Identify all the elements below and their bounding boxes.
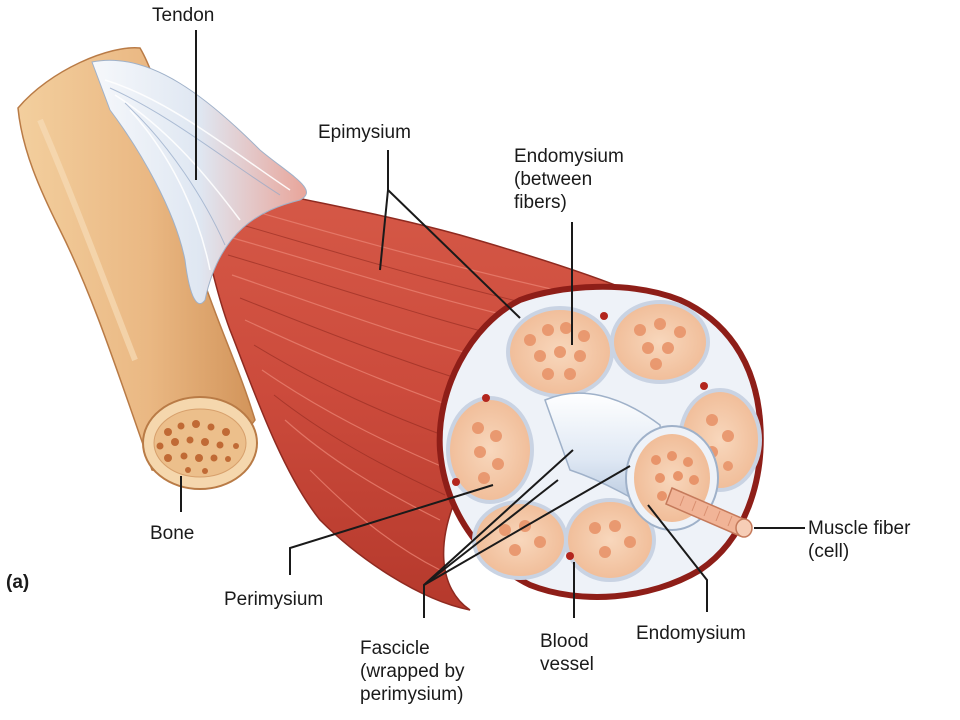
label-tendon: Tendon bbox=[152, 5, 215, 26]
bone-cross-section bbox=[142, 396, 258, 490]
label-bone: Bone bbox=[150, 523, 195, 544]
muscle-belly bbox=[188, 168, 642, 611]
tendon-band bbox=[91, 59, 307, 305]
leader-perimysium bbox=[289, 484, 494, 575]
label-endomysium: Endomysium bbox=[636, 623, 746, 644]
label-endomysium-between-fibers: Endomysium (between fibers) bbox=[514, 146, 624, 213]
label-perimysium: Perimysium bbox=[224, 589, 324, 610]
panel-label: (a) bbox=[6, 572, 30, 593]
blood-vessel-dots bbox=[452, 312, 708, 560]
label-epimysium: Epimysium bbox=[318, 122, 411, 143]
label-fascicle: Fascicle (wrapped by perimysium) bbox=[360, 638, 465, 705]
extruding-fascicle bbox=[544, 392, 719, 531]
muscle-cross-section bbox=[436, 283, 764, 600]
leader-endomysium bbox=[647, 504, 708, 612]
bone-shaft bbox=[17, 47, 256, 473]
leader-lines bbox=[180, 30, 805, 618]
label-blood-vessel: Blood vessel bbox=[540, 631, 594, 675]
label-muscle-fiber: Muscle fiber (cell) bbox=[808, 518, 911, 562]
single-muscle-fiber bbox=[665, 486, 753, 538]
